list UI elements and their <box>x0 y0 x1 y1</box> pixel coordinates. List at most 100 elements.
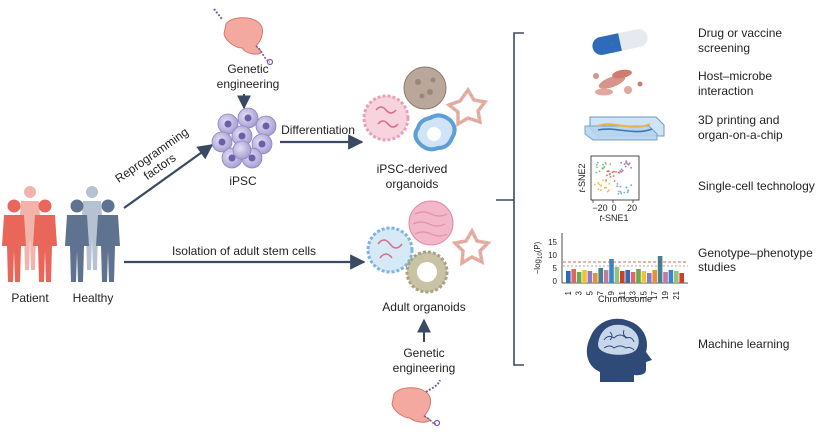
tsne-point <box>601 167 603 170</box>
tsne-point <box>620 170 623 173</box>
tsne-ylabel: t-SNE2 <box>577 163 587 192</box>
manhattan-bar <box>571 269 576 283</box>
manhattan-xtick: 1 <box>564 290 573 295</box>
tsne-tick-20: 20 <box>627 203 637 213</box>
adult-organoid-blue <box>366 226 414 274</box>
capsule-icon <box>592 29 648 55</box>
manhattan-ytick-0: 0 <box>553 277 558 286</box>
isolation-label: Isolation of adult stem cells <box>172 244 316 258</box>
tsne-point <box>618 190 620 193</box>
tsne-point <box>595 164 598 166</box>
app-drug-screening-line2: screening <box>698 41 750 55</box>
tsne-point <box>617 171 620 174</box>
tsne-tick-0: 0 <box>611 203 616 213</box>
tsne-point <box>598 183 601 186</box>
tsne-point <box>613 170 615 173</box>
tsne-point <box>608 173 611 176</box>
tsne-point <box>609 163 612 166</box>
tsne-point <box>619 191 622 193</box>
tsne-point <box>625 161 628 164</box>
ipsc-organoids-line2: organoids <box>386 177 439 191</box>
ipsc-label: iPSC <box>229 174 257 188</box>
manhattan-xtick: 15 <box>639 290 648 299</box>
tsne-point <box>627 189 630 192</box>
tsne-plot-icon: −20 0 20 t-SNE1 t-SNE2 <box>577 155 640 223</box>
manhattan-bar <box>636 269 641 283</box>
tsne-point <box>609 176 612 178</box>
app-genotype-phenotype-line1: Genotype–phenotype <box>698 246 813 260</box>
manhattan-bar <box>630 272 636 283</box>
tsne-point <box>625 160 628 163</box>
gene-construct-icon-top <box>213 8 274 66</box>
tsne-point <box>616 183 619 185</box>
tsne-point <box>620 168 623 171</box>
microbe-icon <box>593 69 643 96</box>
ipsc-organoids-line1: iPSC-derived <box>377 162 448 176</box>
tsne-point <box>630 166 632 169</box>
patient-label: Patient <box>11 291 49 305</box>
tsne-point <box>611 171 614 174</box>
tsne-point <box>624 165 627 168</box>
tsne-point <box>616 185 618 188</box>
manhattan-ytick-5: 5 <box>553 264 558 273</box>
manhattan-ylabel: −log10(P) <box>533 241 544 274</box>
app-single-cell-label: Single-cell technology <box>698 179 815 193</box>
manhattan-bar <box>663 272 668 283</box>
adult-organoids-label: Adult organoids <box>382 300 465 314</box>
tsne-point <box>597 188 600 191</box>
manhattan-bar <box>657 256 663 283</box>
manhattan-bar <box>625 270 630 283</box>
manhattan-bar <box>679 273 684 283</box>
manhattan-xlabel: Chromosome <box>598 294 652 304</box>
tsne-point <box>620 192 623 195</box>
tsne-point <box>617 193 620 195</box>
manhattan-bar <box>609 259 614 283</box>
manhattan-ytick-15: 15 <box>548 238 557 247</box>
tsne-point <box>606 174 608 177</box>
manhattan-bar <box>674 271 679 283</box>
ipsc-organoid-star <box>445 86 489 128</box>
app-machine-learning-label: Machine learning <box>698 337 789 351</box>
tsne-point <box>600 189 602 192</box>
differentiation-label: Differentiation <box>281 123 355 137</box>
manhattan-bar <box>598 268 603 283</box>
tsne-point <box>625 186 628 189</box>
tsne-point <box>615 171 617 173</box>
tsne-point <box>605 186 607 189</box>
manhattan-xtick: 3 <box>575 290 584 295</box>
adult-organoid-pink <box>408 200 454 246</box>
app-organ-on-chip-line1: 3D printing and <box>698 113 779 127</box>
tsne-point <box>619 170 622 173</box>
tsne-point <box>602 179 604 182</box>
tsne-point <box>595 171 598 174</box>
app-host-microbe-line2: interaction <box>698 84 753 98</box>
manhattan-xtick: 19 <box>661 290 670 299</box>
app-host-microbe-line1: Host–microbe <box>698 69 772 83</box>
applications-bracket <box>496 32 524 366</box>
tsne-point <box>619 185 622 188</box>
adult-organoid-olive <box>405 250 449 294</box>
tsne-point <box>627 163 630 166</box>
tsne-point <box>596 161 599 164</box>
genetic-engineering-top-line1: Genetic <box>227 62 268 76</box>
manhattan-xtick: 9 <box>607 290 616 295</box>
ipsc-organoid-blue <box>413 113 457 152</box>
tsne-point <box>596 166 598 169</box>
tsne-point <box>628 162 631 165</box>
tsne-point <box>605 179 607 182</box>
chip-icon <box>584 116 665 141</box>
manhattan-xtick: 13 <box>629 290 638 299</box>
manhattan-xtick: 7 <box>596 290 605 295</box>
tsne-point <box>623 163 626 166</box>
manhattan-bar <box>668 270 674 283</box>
manhattan-bar <box>652 270 657 283</box>
gene-construct-icon-bottom <box>391 379 441 427</box>
tsne-point <box>621 169 624 172</box>
manhattan-xtick: 5 <box>585 290 594 295</box>
tsne-xlabel: t-SNE1 <box>599 213 628 223</box>
app-genotype-phenotype-line2: studies <box>698 260 736 274</box>
genetic-engineering-bottom-line1: Genetic <box>403 346 444 360</box>
